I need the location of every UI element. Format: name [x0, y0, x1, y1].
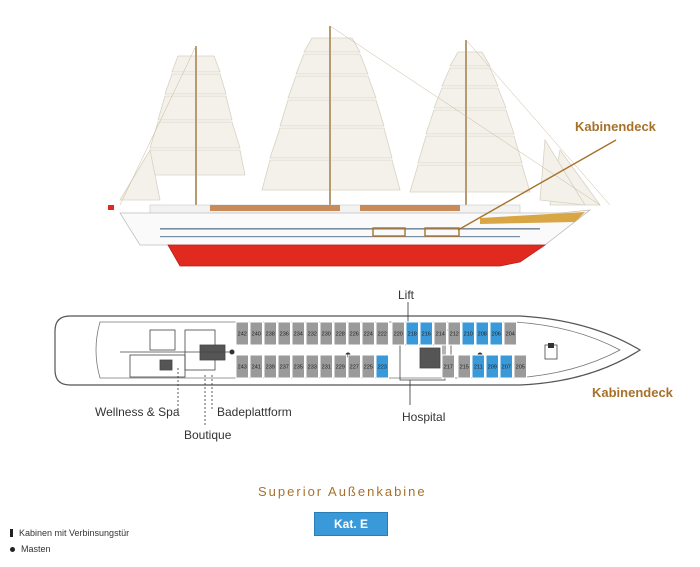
cabin-243[interactable] [235, 354, 249, 379]
cabin-number: 224 [364, 332, 373, 338]
cabin-227[interactable] [347, 354, 361, 379]
cabin-218[interactable] [405, 321, 419, 346]
cabin-number: 230 [322, 332, 331, 338]
cabin-number: 237 [280, 365, 289, 371]
cabin-234[interactable] [291, 321, 305, 346]
cabin-number: 206 [492, 332, 501, 338]
ship-side-view [108, 25, 617, 267]
cabin-number: 220 [394, 332, 403, 338]
cabin-241[interactable] [249, 354, 263, 379]
hospital-label: Hospital [402, 410, 446, 424]
cabin-number: 227 [350, 365, 359, 371]
cabin-216[interactable] [419, 321, 433, 346]
portholes [160, 228, 540, 238]
cabin-217[interactable] [441, 354, 455, 379]
cabin-number: 233 [308, 365, 317, 371]
cabin-number: 241 [252, 365, 261, 371]
cabin-226[interactable] [347, 321, 361, 346]
cabin-223[interactable] [375, 354, 389, 379]
cabin-240[interactable] [249, 321, 263, 346]
cabin-242[interactable] [235, 321, 249, 346]
cabin-206[interactable] [489, 321, 503, 346]
kat-e-button[interactable]: Kat. E [314, 512, 388, 536]
cabin-number: 242 [238, 332, 247, 338]
cabin-number: 222 [378, 332, 387, 338]
cabin-205[interactable] [513, 354, 527, 379]
cabin-number: 226 [350, 332, 359, 338]
cabin-232[interactable] [305, 321, 319, 346]
wellness-spa-label: Wellness & Spa [95, 405, 180, 419]
cabin-212[interactable] [447, 321, 461, 346]
cabin-204[interactable] [503, 321, 517, 346]
cabins-top-row: 242 240 238 236 234 232 230 228 226 224 222 220 218 2… [235, 321, 517, 346]
cabin-number: 228 [336, 332, 345, 338]
legend-label: Kabinen mit Verbinsungstür [19, 528, 130, 538]
cabin-222[interactable] [375, 321, 389, 346]
cabins-bottom-row: 243 241 239 237 235 233 231 229 227 225 223 217 215 2… [235, 354, 527, 379]
cabin-number: 205 [516, 365, 525, 371]
cabin-209[interactable] [485, 354, 499, 379]
cabin-number: 212 [450, 332, 459, 338]
cabin-238[interactable] [263, 321, 277, 346]
sails [119, 37, 601, 206]
cabin-207[interactable] [499, 354, 513, 379]
cabin-number: 240 [252, 332, 261, 338]
cabin-number: 235 [294, 365, 303, 371]
legend: Kabinen mit Verbinsungstür Masten [10, 528, 129, 554]
cabin-number: 208 [478, 332, 487, 338]
plan-deck-label: Kabinendeck [592, 385, 673, 400]
cabin-number: 243 [238, 365, 247, 371]
lift-label: Lift [398, 288, 415, 302]
ship-deck-label: Kabinendeck [575, 119, 656, 134]
cabin-228[interactable] [333, 321, 347, 346]
masts [195, 26, 467, 205]
cabin-231[interactable] [319, 354, 333, 379]
cabin-215[interactable] [457, 354, 471, 379]
cabin-208[interactable] [475, 321, 489, 346]
category-title: Superior Außenkabine [258, 484, 427, 499]
legend-item-masts: Masten [10, 544, 129, 554]
cabin-number: 204 [506, 332, 515, 338]
cabin-number: 234 [294, 332, 303, 338]
cabin-211[interactable] [471, 354, 485, 379]
cabin-210[interactable] [461, 321, 475, 346]
dot-icon [10, 546, 15, 552]
cabin-number: 217 [444, 365, 453, 371]
cabin-number: 215 [460, 365, 469, 371]
cabin-number: 225 [364, 365, 373, 371]
cabin-225[interactable] [361, 354, 375, 379]
legend-item-connecting-door: Kabinen mit Verbinsungstür [10, 528, 129, 538]
cabin-number: 211 [474, 365, 483, 371]
cabin-number: 236 [280, 332, 289, 338]
cabin-number: 232 [308, 332, 317, 338]
cabin-number: 218 [408, 332, 417, 338]
cabin-229[interactable] [333, 354, 347, 379]
cabin-235[interactable] [291, 354, 305, 379]
cabin-number: 214 [436, 332, 445, 338]
cabin-239[interactable] [263, 354, 277, 379]
cabin-number: 210 [464, 332, 473, 338]
cabin-number: 223 [378, 365, 387, 371]
cabin-230[interactable] [319, 321, 333, 346]
cabin-237[interactable] [277, 354, 291, 379]
cabin-214[interactable] [433, 321, 447, 346]
cabin-number: 209 [488, 365, 497, 371]
cabin-number: 238 [266, 332, 275, 338]
cabin-number: 229 [336, 365, 345, 371]
cabin-number: 216 [422, 332, 431, 338]
cabin-236[interactable] [277, 321, 291, 346]
cabin-number: 239 [266, 365, 275, 371]
cabin-220[interactable] [391, 321, 405, 346]
badeplattform-label: Badeplattform [217, 405, 292, 419]
cabin-number: 231 [322, 365, 331, 371]
cabin-224[interactable] [361, 321, 375, 346]
cabin-number: 207 [502, 365, 511, 371]
bar-icon [10, 529, 13, 537]
cabin-233[interactable] [305, 354, 319, 379]
legend-label: Masten [21, 544, 51, 554]
boutique-label: Boutique [184, 428, 232, 442]
